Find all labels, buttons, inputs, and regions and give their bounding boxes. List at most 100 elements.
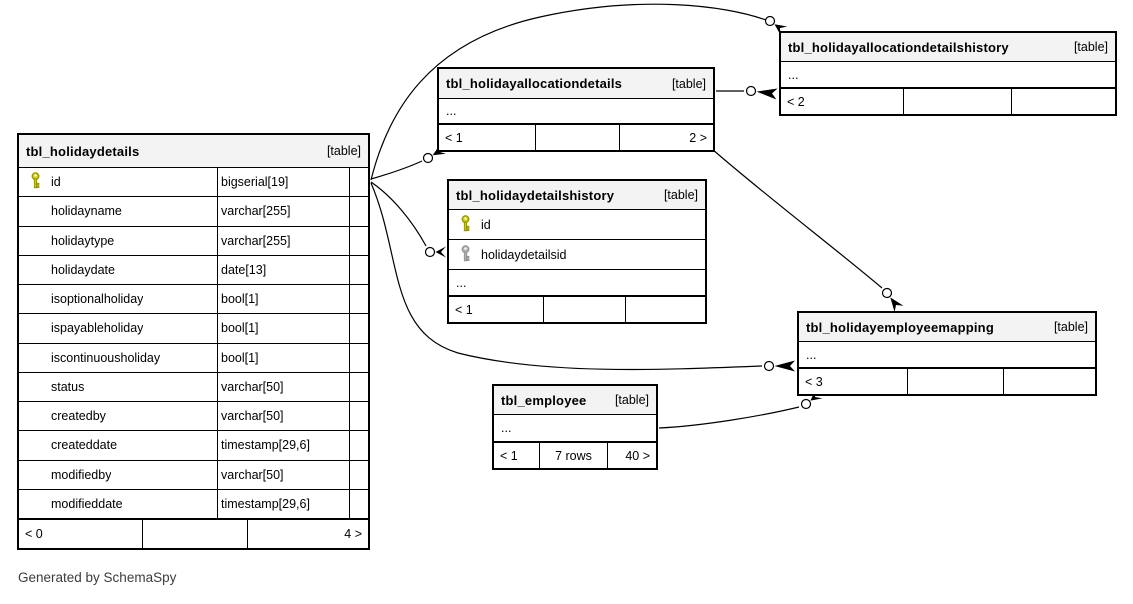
footer-rows-count: [142, 520, 247, 548]
table-tbl_holidayallocationdetailshistory: tbl_holidayallocationdetailshistory[tabl…: [779, 31, 1117, 116]
crow-foot-arrow-icon: [774, 360, 795, 372]
zero-cardinality-circle-icon: [881, 287, 893, 299]
column-type: bool[1]: [217, 343, 349, 372]
fk-indicator-cell: [349, 489, 368, 518]
table-tbl_holidaydetails: tbl_holidaydetails [table] id bigserial[19]…: [17, 133, 370, 550]
table-footer: < 1 2 >: [439, 124, 713, 150]
table-name-link[interactable]: tbl_holidayallocationdetails: [446, 76, 623, 91]
footer-rows-count: 7 rows: [539, 443, 607, 468]
column-row-holidaydetailsid: holidaydetailsid: [449, 240, 705, 270]
primary-key-icon: [460, 214, 471, 235]
column-type: bool[1]: [217, 314, 349, 343]
column-row-iscontinuousholiday: iscontinuousholiday bool[1]: [19, 343, 368, 373]
footer-parents-count: < 1: [500, 448, 518, 463]
column-name: holidaydate: [51, 262, 115, 277]
column-type: bool[1]: [217, 285, 349, 314]
collapsed-columns-row: ...: [781, 62, 1115, 88]
table-name-link[interactable]: tbl_holidaydetails: [26, 143, 140, 159]
footer-rows-count: [903, 89, 1011, 114]
table-header: tbl_holidaydetailshistory [table]: [449, 181, 705, 210]
fk-indicator-cell: [349, 226, 368, 255]
fk-indicator-cell: [349, 285, 368, 314]
footer-children-count: 40 >: [607, 443, 656, 468]
table-footer: < 2: [781, 88, 1115, 114]
footer-rows-count: [907, 369, 1003, 394]
fk-indicator-cell: [349, 372, 368, 401]
column-row-status: status varchar[50]: [19, 372, 368, 402]
column-name: isoptionalholiday: [51, 292, 144, 307]
foreign-key-icon: [460, 244, 471, 265]
zero-cardinality-circle-icon: [422, 152, 434, 164]
footer-parents-count: < 1: [455, 302, 473, 317]
column-name: iscontinuousholiday: [51, 350, 161, 365]
key-icon-slot: [456, 244, 474, 265]
column-name: id: [51, 175, 61, 190]
fk-indicator-cell: [349, 460, 368, 489]
table-tag: [table]: [1053, 320, 1088, 334]
table-name-link[interactable]: tbl_holidaydetailshistory: [456, 187, 615, 203]
column-type: varchar[50]: [217, 402, 349, 431]
footer-children-count: [625, 297, 705, 322]
column-name: status: [51, 379, 85, 394]
key-icon-slot: [26, 172, 44, 192]
zero-cardinality-circle-icon: [745, 85, 757, 97]
column-name: holidaydetailsid: [481, 247, 567, 262]
footer-rows-count: [535, 125, 619, 150]
table-tag: [table]: [326, 144, 361, 158]
zero-cardinality-circle-icon: [763, 360, 775, 372]
column-type: date[13]: [217, 255, 349, 284]
zero-cardinality-circle-icon: [764, 15, 776, 27]
column-name: id: [481, 217, 491, 232]
table-name-link[interactable]: tbl_employee: [501, 392, 587, 408]
footer-parents-count: < 2: [787, 94, 805, 109]
column-name: holidaytype: [51, 233, 115, 248]
table-name-link[interactable]: tbl_holidayemployeemapping: [806, 319, 994, 335]
column-type: varchar[50]: [217, 460, 349, 489]
table-header: tbl_holidayallocationdetailshistory[tabl…: [781, 33, 1115, 62]
footer-children-count: 2 >: [619, 125, 713, 150]
fk-indicator-cell: [349, 197, 368, 226]
table-tag: [table]: [663, 188, 698, 202]
fk-indicator-cell: [349, 314, 368, 343]
footer-children-count: [1011, 89, 1115, 114]
fk-indicator-cell: [349, 168, 368, 197]
crow-foot-arrow-icon: [756, 88, 778, 100]
footer-parents-count: < 1: [445, 130, 463, 145]
column-type: timestamp[29,6]: [217, 489, 349, 518]
collapsed-columns-row: ...: [799, 342, 1095, 368]
column-type: bigserial[19]: [217, 168, 349, 197]
fk-indicator-cell: [349, 255, 368, 284]
connector-tbl_holidaydetails.id-to-tbl_holidaydetailshistory.holidaydetailsid: [370, 181, 446, 258]
column-row-modifiedby: modifiedby varchar[50]: [19, 460, 368, 490]
generated-by-note: Generated by SchemaSpy: [18, 570, 177, 585]
fk-indicator-cell: [349, 402, 368, 431]
table-tbl_holidaydetailshistory: tbl_holidaydetailshistory [table] id holida…: [447, 179, 707, 324]
column-type: varchar[50]: [217, 372, 349, 401]
table-tag: [table]: [671, 76, 706, 91]
collapsed-columns-row: ...: [494, 415, 656, 442]
footer-children-count: [1003, 369, 1095, 394]
table-header: tbl_holidaydetails [table]: [19, 135, 368, 168]
table-header: tbl_holidayemployeemapping [table]: [799, 313, 1095, 342]
table-tbl_holidayallocationdetails: tbl_holidayallocationdetails[table]...< …: [437, 67, 715, 152]
column-name: modifiedby: [51, 467, 112, 482]
column-name: createddate: [51, 438, 118, 453]
column-row-createddate: createddate timestamp[29,6]: [19, 431, 368, 461]
column-row-holidayname: holidayname varchar[255]: [19, 197, 368, 227]
column-name: holidayname: [51, 204, 122, 219]
fk-indicator-cell: [349, 431, 368, 460]
column-row-isoptionalholiday: isoptionalholiday bool[1]: [19, 285, 368, 315]
column-type: varchar[255]: [217, 197, 349, 226]
footer-parents-count: < 0: [25, 527, 43, 541]
table-footer: < 3: [799, 368, 1095, 394]
column-type: timestamp[29,6]: [217, 431, 349, 460]
table-tag: [table]: [614, 393, 649, 407]
fk-indicator-cell: [349, 343, 368, 372]
footer-parents-count: < 3: [805, 374, 823, 389]
table-name-link[interactable]: tbl_holidayallocationdetailshistory: [788, 39, 1009, 55]
